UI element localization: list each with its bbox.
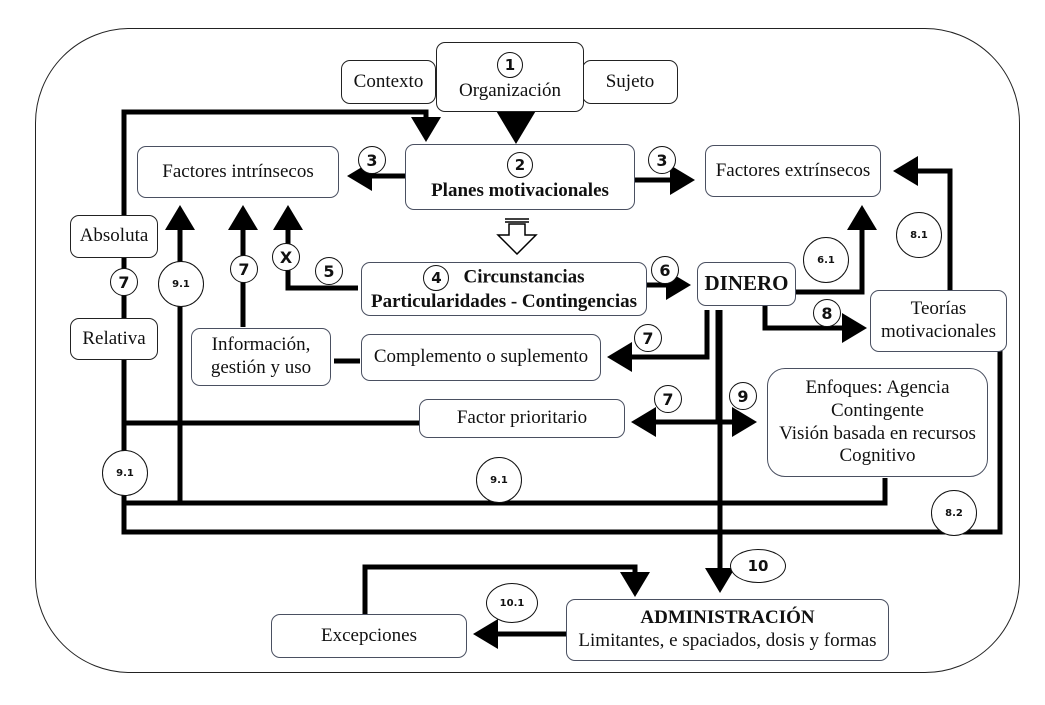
administracion-title: ADMINISTRACIÓN — [640, 607, 815, 629]
hollow-down-arrow — [496, 218, 538, 256]
badge-7-absoluta: 7 — [110, 268, 138, 296]
factor-prioritario-label: Factor prioritario — [456, 407, 588, 429]
contexto-label: Contexto — [353, 70, 424, 92]
badge-7-prioritario: 7 — [654, 385, 682, 413]
badge-3-right: 3 — [648, 146, 676, 174]
enfoques-box: Enfoques: Agencia Contingente Visión bas… — [767, 368, 988, 477]
badge-7-complemento: 7 — [634, 324, 662, 352]
organizacion-label: Organización — [459, 79, 561, 101]
informacion-line1: Información, — [211, 334, 311, 356]
factores-extrinsecos-label: Factores extrínsecos — [715, 159, 871, 181]
arrow-circunstancias-intrinsecos — [273, 205, 358, 291]
dinero-box: DINERO — [697, 262, 796, 306]
line-left-trunk — [121, 345, 1003, 535]
organizacion-box: 1 Organización — [436, 42, 584, 112]
enfoques-line2: Contingente — [831, 399, 924, 421]
administracion-box: ADMINISTRACIÓN Limitantes, e spaciados, … — [566, 599, 889, 661]
arrow-dinero-extrinsecos — [796, 205, 877, 295]
arrow-excepciones-administracion — [362, 564, 650, 614]
teorias-line1: Teorías — [910, 298, 967, 320]
planes-box: 2 Planes motivacionales — [405, 144, 635, 210]
circunstancias-line2: Particularidades - Contingencias — [371, 290, 637, 312]
factores-intrinsecos-label: Factores intrínsecos — [162, 160, 314, 182]
badge-9: 9 — [729, 382, 757, 410]
badge-4: 4 — [423, 264, 450, 291]
arrow-dinero-complemento — [607, 310, 710, 372]
arrow-teorias-extrinsecos — [893, 156, 953, 290]
complemento-label: Complemento o suplemento — [373, 346, 589, 368]
badge-9-1-top: 9.1 — [158, 261, 204, 307]
factores-extrinsecos-box: Factores extrínsecos — [705, 145, 881, 197]
contexto-box: Contexto — [341, 60, 436, 104]
badge-2: 2 — [507, 151, 533, 178]
administracion-subtitle: Limitantes, e spaciados, dosis y formas — [578, 630, 877, 651]
arrow-dinero-teorias — [762, 300, 867, 343]
badge-8-2: 8.2 — [931, 490, 977, 536]
sujeto-box: Sujeto — [582, 60, 678, 104]
absoluta-box: Absoluta — [70, 215, 158, 258]
badge-x: X — [272, 243, 300, 271]
enfoques-line1: Enfoques: Agencia — [805, 376, 950, 398]
teorias-line2: motivacionales — [880, 321, 997, 342]
line-enfoques-bottom — [124, 478, 888, 506]
informacion-box: Información, gestión y uso — [191, 328, 331, 386]
complemento-box: Complemento o suplemento — [361, 334, 601, 381]
sujeto-label: Sujeto — [605, 70, 655, 92]
circunstancias-line1: 4 Circunstancias — [423, 264, 585, 291]
informacion-line2: gestión y uso — [210, 357, 312, 378]
badge-9-1-left: 9.1 — [102, 450, 148, 496]
excepciones-box: Excepciones — [271, 614, 467, 658]
factor-prioritario-box: Factor prioritario — [419, 399, 625, 438]
arrow-loop-to-planes — [121, 109, 441, 215]
factores-intrinsecos-box: Factores intrínsecos — [137, 146, 339, 198]
teorias-box: Teorías motivacionales — [870, 290, 1007, 352]
badge-10: 10 — [730, 549, 786, 583]
badge-5: 5 — [315, 257, 343, 285]
planes-label: Planes motivacionales — [431, 179, 609, 201]
circunstancias-title: Circunstancias — [463, 265, 585, 287]
badge-6: 6 — [651, 256, 679, 284]
badge-9-1-mid: 9.1 — [476, 457, 522, 503]
enfoques-line4: Cognitivo — [839, 445, 916, 467]
enfoques-line3: Visión basada en recursos — [779, 422, 976, 444]
absoluta-label: Absoluta — [79, 225, 149, 247]
badge-6-1: 6.1 — [803, 237, 849, 283]
outer-frame — [35, 28, 1020, 673]
badge-8: 8 — [813, 299, 841, 327]
badge-10-1: 10.1 — [486, 583, 538, 623]
dinero-label: DINERO — [704, 271, 789, 296]
relativa-label: Relativa — [82, 327, 146, 349]
relativa-box: Relativa — [70, 318, 158, 360]
badge-7-informacion: 7 — [230, 255, 258, 283]
excepciones-label: Excepciones — [320, 624, 417, 646]
badge-3-left: 3 — [358, 146, 386, 174]
badge-1: 1 — [497, 51, 523, 78]
circunstancias-box: 4 Circunstancias Particularidades - Conti… — [361, 262, 647, 316]
badge-8-1: 8.1 — [896, 212, 942, 258]
